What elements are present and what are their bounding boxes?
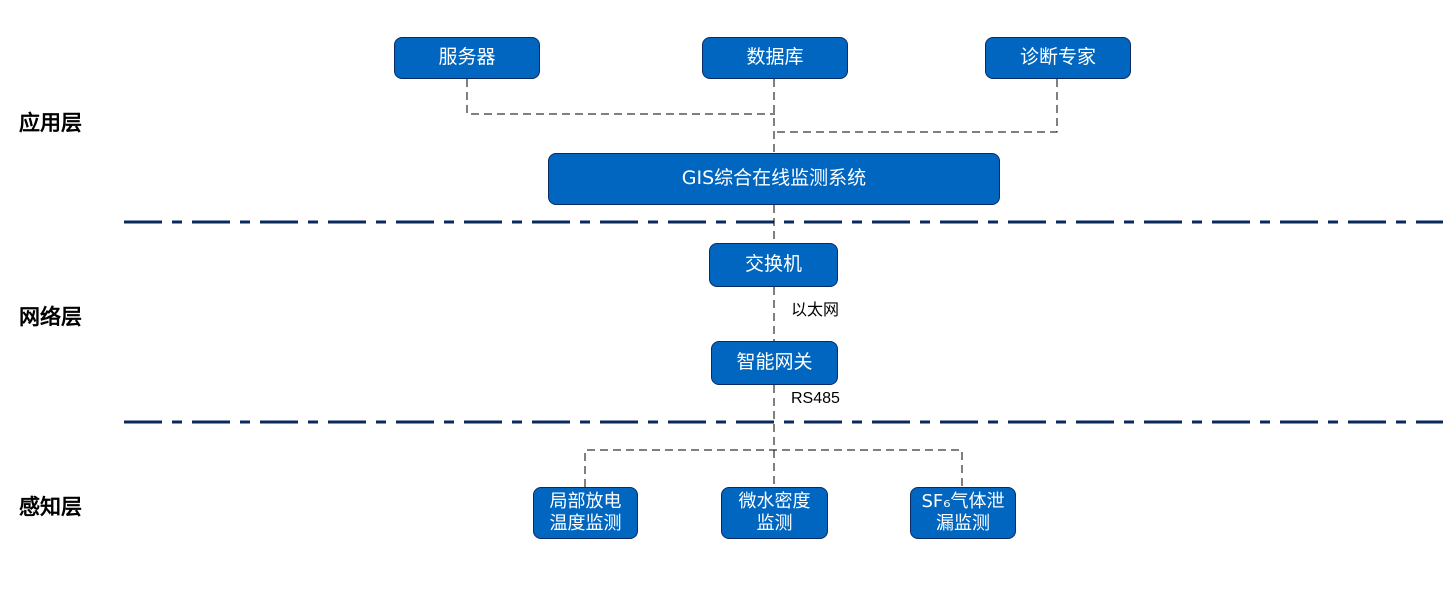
connection-label-ethernet: 以太网	[791, 302, 840, 319]
node-switch-label: 交换机	[744, 253, 802, 276]
node-server-label: 服务器	[438, 46, 496, 69]
layer-label-perception: 感知层	[19, 495, 82, 519]
layer-label-application: 应用层	[19, 111, 82, 135]
node-database[interactable]: 数据库	[702, 37, 848, 79]
node-sf6-leak[interactable]: SF₆气体泄 漏监测	[910, 487, 1016, 539]
node-gateway[interactable]: 智能网关	[711, 341, 838, 385]
connection-label-rs485: RS485	[791, 390, 840, 407]
connector-server-database	[466, 79, 775, 115]
node-partial-discharge[interactable]: 局部放电 温度监测	[533, 487, 638, 539]
connector-expert-gis	[774, 79, 1058, 133]
node-switch[interactable]: 交换机	[709, 243, 838, 287]
node-sf6-leak-label: SF₆气体泄 漏监测	[921, 491, 1005, 534]
node-partial-discharge-label: 局部放电 温度监测	[549, 491, 622, 534]
node-micro-water-label: 微水密度 监测	[738, 491, 811, 534]
node-diagnosis-expert-label: 诊断专家	[1019, 46, 1096, 69]
node-gateway-label: 智能网关	[736, 351, 813, 374]
node-gis-system[interactable]: GIS综合在线监测系统	[548, 153, 1000, 205]
node-server[interactable]: 服务器	[394, 37, 540, 79]
node-diagnosis-expert[interactable]: 诊断专家	[985, 37, 1131, 79]
node-database-label: 数据库	[746, 46, 804, 69]
node-micro-water[interactable]: 微水密度 监测	[721, 487, 828, 539]
layer-label-network: 网络层	[19, 305, 82, 329]
node-gis-system-label: GIS综合在线监测系统	[681, 167, 867, 190]
